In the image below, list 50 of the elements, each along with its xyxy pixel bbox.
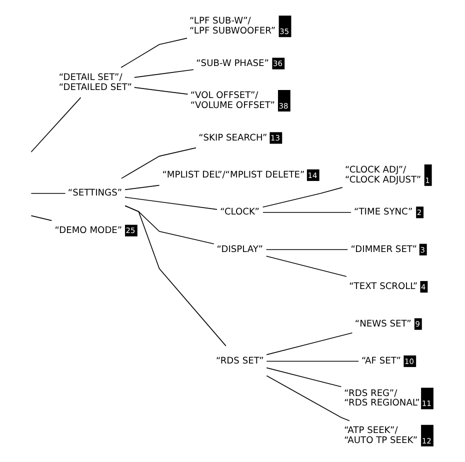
node-box: 14 — [306, 169, 320, 181]
node-text: “DETAIL SET”/ “DETAILED SET” — [58, 72, 132, 93]
connector — [121, 147, 196, 179]
node-box: 9 — [414, 318, 422, 330]
node-label: “MPLIST DEL”/“MPLIST DELETE” — [162, 170, 305, 180]
node-label: “SUB-W PHASE” — [196, 58, 269, 69]
node-box: 11 — [421, 388, 434, 410]
node-box: 3 — [419, 244, 427, 256]
node-box: 10 — [404, 355, 416, 368]
node-text: “CLOCK” — [220, 208, 260, 218]
node-text: “SETTINGS” — [68, 188, 122, 199]
connector — [30, 192, 66, 194]
connector — [124, 184, 160, 190]
connector — [134, 69, 194, 78]
node-box: 36 — [272, 58, 285, 70]
connector — [30, 97, 82, 152]
connector — [262, 187, 343, 208]
node-box: 4 — [420, 281, 428, 293]
node-box: 1 — [424, 164, 432, 186]
node-label: “TEXT SCROLL” — [349, 282, 418, 292]
connector — [30, 215, 52, 221]
node-label: “TIME SYNC” — [354, 208, 413, 218]
node-label: “LPF SUB-W”/ “LPF SUBWOOFER” — [190, 16, 276, 37]
connector — [134, 87, 188, 95]
node-box: 25 — [125, 224, 138, 236]
connector — [266, 375, 350, 422]
node-label: “AF SET” — [362, 356, 401, 367]
connector — [266, 332, 353, 356]
connector — [120, 38, 188, 68]
node-label: “ATP SEEK”/ “AUTO TP SEEK” — [344, 426, 418, 446]
node-label: “DEMO MODE” — [54, 226, 122, 236]
node-box: 12 — [421, 424, 434, 446]
connector — [266, 367, 342, 388]
node-text: “RDS SET” — [216, 356, 264, 367]
connector — [266, 360, 359, 362]
connector — [266, 256, 347, 277]
node-box: 35 — [278, 16, 292, 38]
node-label: “NEWS SET” — [354, 319, 412, 330]
node-box: 2 — [416, 206, 424, 218]
node-label: “CLOCK ADJ”/ “CLOCK ADJUST” — [344, 166, 422, 186]
node-box: 13 — [270, 132, 282, 144]
node-box: 38 — [278, 90, 290, 112]
node-label: “VOL OFFSET”/ “VOLUME OFFSET” — [190, 91, 275, 112]
node-label: “RDS REG”/ “RDS REGIONAL” — [344, 388, 420, 409]
node-text: “DISPLAY” — [216, 244, 263, 255]
node-label: “DIMMER SET” — [350, 244, 417, 255]
connector — [266, 249, 348, 250]
node-label: “SKIP SEARCH” — [198, 133, 268, 144]
connector — [262, 212, 352, 213]
connector — [124, 196, 218, 210]
